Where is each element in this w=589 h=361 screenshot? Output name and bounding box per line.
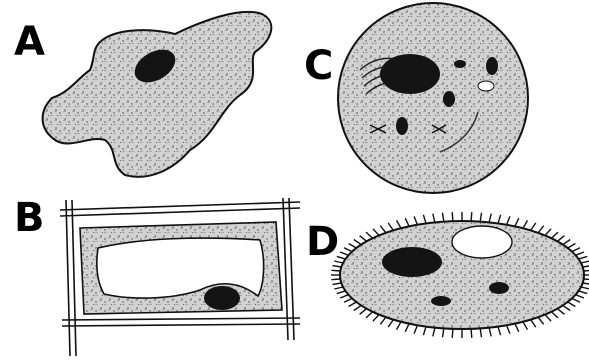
cilium	[433, 328, 435, 337]
cell-c-vacuole	[478, 81, 494, 91]
cilium	[572, 298, 580, 302]
cell-b-plant	[60, 198, 300, 356]
cell-d-ciliate	[331, 212, 589, 338]
cilium	[414, 216, 417, 224]
cilium	[545, 229, 551, 236]
cilium	[572, 248, 580, 252]
cilium	[515, 324, 519, 332]
cilium	[557, 309, 564, 315]
cilium	[489, 328, 491, 337]
cilium	[344, 248, 352, 252]
cilium	[388, 320, 393, 328]
cilium	[480, 213, 481, 222]
cilium	[414, 325, 417, 333]
cilium	[443, 328, 444, 337]
cilium	[545, 315, 551, 322]
cell-d-vacuole	[452, 226, 512, 258]
cilium	[568, 302, 576, 307]
cilium	[380, 317, 386, 324]
cilium	[388, 223, 393, 231]
cilium	[557, 236, 564, 242]
cilium	[471, 212, 472, 221]
cilium	[507, 325, 510, 333]
label-d: D	[306, 222, 339, 262]
cell-c-membrane	[338, 3, 528, 193]
cilium	[397, 322, 402, 330]
cilium	[507, 216, 510, 224]
cell-c-organelle	[454, 60, 466, 68]
cilium	[340, 295, 348, 298]
cilium	[531, 223, 536, 231]
cilium	[576, 295, 584, 298]
cilium	[515, 218, 519, 226]
cilium	[433, 214, 435, 223]
cilium	[563, 305, 570, 310]
cell-b-nucleus	[204, 286, 240, 310]
cell-d-organelle	[431, 296, 451, 306]
cilium	[340, 252, 348, 255]
label-a: A	[14, 22, 45, 62]
cell-c-organelle	[396, 117, 408, 135]
cell-c-round	[338, 3, 528, 193]
cilium	[349, 302, 357, 307]
cilium	[538, 317, 544, 324]
cilium	[373, 229, 379, 236]
cilium	[423, 327, 426, 336]
cell-a-amoeba	[43, 12, 272, 177]
cilium	[581, 261, 589, 263]
cilium	[397, 220, 402, 228]
cilium	[333, 283, 342, 284]
cilium	[423, 215, 426, 224]
cilium	[538, 226, 544, 233]
cilium	[489, 214, 491, 223]
cilium	[576, 252, 584, 255]
cilium	[523, 322, 528, 330]
cilium	[334, 287, 343, 289]
cilium	[331, 279, 340, 280]
cilium	[579, 256, 588, 259]
cilium	[349, 244, 357, 249]
cilium	[354, 240, 361, 245]
cell-d-organelle	[489, 282, 509, 294]
cell-c-nucleus	[380, 54, 440, 94]
cilium	[452, 212, 453, 221]
cilium	[366, 232, 373, 238]
cell-c-organelle	[443, 91, 455, 107]
cilium	[480, 328, 481, 337]
cilium	[551, 232, 558, 238]
cilium	[581, 287, 589, 289]
cilium	[380, 226, 386, 233]
cilium	[360, 309, 367, 315]
cilium	[563, 240, 570, 245]
cilium	[471, 329, 472, 338]
label-c: C	[304, 46, 333, 86]
cilium	[331, 270, 340, 271]
cilium	[405, 218, 409, 226]
cilium	[452, 329, 453, 338]
cilium	[568, 244, 576, 249]
label-b: B	[14, 198, 45, 238]
cilium	[354, 305, 361, 310]
cilium	[498, 327, 501, 336]
cilium	[373, 315, 379, 322]
cilium	[366, 312, 373, 318]
cell-c-organelle	[486, 57, 498, 75]
cilium	[360, 236, 367, 242]
cilium	[531, 320, 536, 328]
cilium	[498, 215, 501, 224]
cilium	[523, 220, 528, 228]
cilium	[579, 291, 588, 294]
cell-a-membrane	[43, 12, 272, 177]
cell-d-nucleus	[382, 247, 442, 277]
cilium	[443, 213, 444, 222]
cilium	[344, 298, 352, 302]
cilium	[551, 312, 558, 318]
cilium	[333, 266, 342, 267]
cilium	[405, 324, 409, 332]
cilium	[337, 291, 346, 294]
